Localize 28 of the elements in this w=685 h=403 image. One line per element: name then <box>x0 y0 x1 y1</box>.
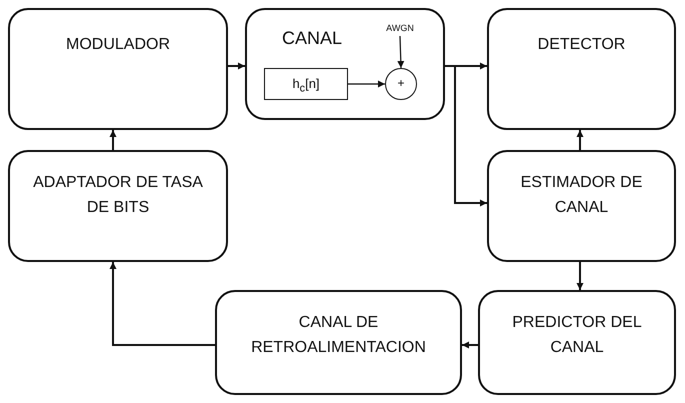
box-label: ADAPTADOR DE TASA DE BITS <box>32 173 204 218</box>
arrow <box>110 130 116 150</box>
box-label: ESTIMADOR DE CANAL <box>520 173 644 218</box>
adapter-box <box>8 150 228 262</box>
box-label: AWGN <box>385 22 415 34</box>
detector-box <box>487 8 676 130</box>
arrow <box>462 342 478 348</box>
box-heading: CANAL <box>280 27 344 50</box>
box-label: DETECTOR <box>536 35 626 55</box>
adder-circle <box>385 68 417 100</box>
box-label: PREDICTOR DEL CANAL <box>511 313 643 358</box>
feedback-channel-box <box>215 290 462 395</box>
channel-box <box>245 8 445 120</box>
arrow <box>445 65 487 206</box>
arrow <box>348 80 385 88</box>
box-label: CANAL DE RETROALIMENTACION <box>250 313 427 358</box>
box-label: h$_{c}$[n] <box>291 75 321 97</box>
arrow <box>576 130 584 150</box>
filter-box <box>264 68 348 100</box>
arrow <box>228 62 245 70</box>
predictor-box <box>478 290 676 395</box>
box-label: MODULADOR <box>64 35 171 55</box>
arrow <box>397 36 404 68</box>
box-label: + <box>396 75 406 92</box>
arrow <box>110 262 215 346</box>
arrow <box>576 262 584 290</box>
estimator-box <box>487 150 676 262</box>
modulator-box <box>8 8 228 130</box>
